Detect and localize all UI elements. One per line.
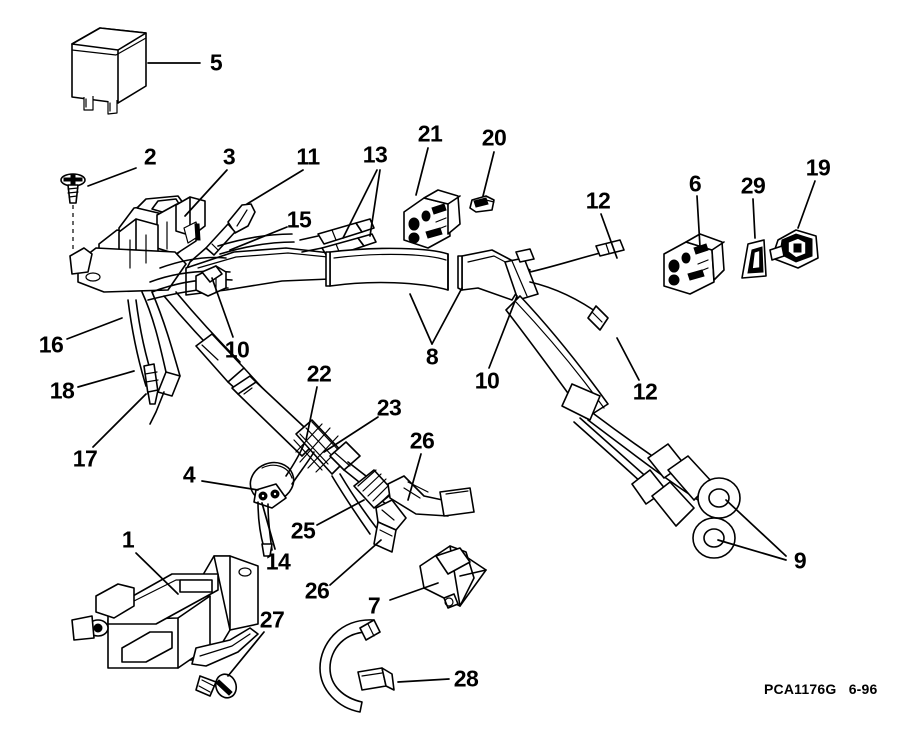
leader-line-27: [227, 631, 265, 677]
part-connector-block-main: [69, 195, 206, 293]
leader-line-20: [482, 151, 495, 197]
leader-line-9: [717, 539, 787, 561]
leader-line-29: [752, 198, 756, 239]
leader-line-16: [66, 317, 123, 340]
leader-line-2: [87, 167, 137, 187]
callout-26b-connector-terminal[interactable]: 26: [304, 577, 330, 604]
part-mounting-bracket: [71, 555, 259, 669]
part-retainer-clip: [469, 195, 495, 213]
leader-line-13: [369, 169, 381, 237]
leader-line-18: [77, 370, 135, 388]
leader-line-12: [616, 337, 640, 381]
callout-11-terminal-boot[interactable]: 11: [296, 143, 320, 170]
leader-line-10: [488, 295, 518, 369]
part-connector-housing-6: [663, 233, 725, 295]
callout-14-wire-lead[interactable]: 14: [265, 548, 291, 575]
callout-18-wire-lead[interactable]: 18: [49, 377, 75, 404]
callout-23-harness-clamp[interactable]: 23: [376, 394, 402, 421]
callout-16-harness-lead[interactable]: 16: [38, 331, 64, 358]
clamp-band-hatch: [357, 469, 395, 506]
leader-line-6: [696, 195, 701, 248]
leader-line-8: [431, 287, 463, 345]
leader-line-13: [342, 169, 378, 239]
callout-4-round-two-pin-connector[interactable]: 4: [182, 461, 196, 488]
part-harness-branch: [231, 375, 475, 553]
drawing-code: PCA1176G 6-96: [764, 681, 878, 697]
callout-25-harness-clamp-band[interactable]: 25: [290, 517, 316, 544]
leader-line-15: [229, 226, 288, 251]
callout-12b-wire-lead[interactable]: 12: [632, 378, 658, 405]
leader-line-9: [725, 499, 787, 557]
part-harness-left-bundle: [127, 233, 331, 425]
leader-line-28: [397, 678, 450, 683]
part-screw-lower: [195, 673, 238, 699]
callout-22-harness-wrap[interactable]: 22: [306, 360, 332, 387]
callout-10b-cable-tie[interactable]: 10: [474, 367, 500, 394]
callout-27-screw[interactable]: 27: [259, 606, 285, 633]
leader-line-10: [211, 277, 234, 338]
part-wedge-clip: [741, 239, 767, 279]
leader-line-11: [246, 169, 304, 205]
callout-6-connector-housing[interactable]: 6: [688, 170, 702, 197]
callout-8-harness-main[interactable]: 8: [425, 343, 439, 370]
callout-19-cable-clamp[interactable]: 19: [805, 154, 831, 181]
leader-line-17: [92, 393, 147, 448]
part-relay: [71, 27, 147, 115]
leader-line-26: [329, 539, 382, 586]
leader-line-23: [323, 416, 379, 453]
callout-26-connector-terminal[interactable]: 26: [409, 427, 435, 454]
callout-21-connector-housing[interactable]: 21: [417, 120, 443, 147]
part-connector-housing-21: [403, 189, 461, 249]
crosshatch-wrap: [293, 421, 345, 473]
leader-line-1: [135, 552, 179, 595]
callout-7-connector-block-small[interactable]: 7: [367, 592, 381, 619]
leader-line-4: [201, 480, 259, 491]
part-connector-block-7: [419, 545, 487, 609]
part-cable-clamp: [769, 229, 819, 269]
leader-line-7: [389, 582, 439, 601]
callout-9-ring-terminal[interactable]: 9: [793, 547, 807, 574]
part-harness-right: [457, 239, 741, 559]
callout-29-wedge-clip[interactable]: 29: [740, 172, 766, 199]
callout-1-mounting-bracket[interactable]: 1: [121, 526, 135, 553]
callout-13-bullet-connector[interactable]: 13: [362, 141, 388, 168]
callout-5-relay[interactable]: 5: [209, 49, 223, 76]
leader-line-26: [407, 453, 422, 501]
callout-15-harness-branch[interactable]: 15: [286, 206, 312, 233]
leader-line-22: [305, 386, 318, 441]
leader-line-21: [415, 147, 429, 196]
leader-line-14: [261, 502, 276, 550]
part-harness-main-trunk: [325, 247, 449, 291]
callout-12-wire-lead[interactable]: 12: [585, 187, 611, 214]
leader-line-25: [316, 499, 365, 526]
callout-3-connector-block[interactable]: 3: [222, 143, 236, 170]
leader-line-8: [409, 293, 433, 345]
leader-line-12: [600, 213, 618, 259]
part-screw-upper: [60, 173, 86, 250]
part-round-connector: [249, 443, 315, 557]
leader-line-3: [184, 169, 228, 217]
leader-lines: [66, 62, 816, 683]
part-cable-tie-strap: [319, 619, 395, 713]
callout-28-cable-tie-strap[interactable]: 28: [453, 665, 479, 692]
callout-17-wire-lead[interactable]: 17: [72, 445, 98, 472]
callout-20-retainer-clip[interactable]: 20: [481, 124, 507, 151]
leader-line-19: [797, 180, 816, 229]
callout-2-screw[interactable]: 2: [143, 143, 157, 170]
callout-10-cable-tie[interactable]: 10: [224, 336, 250, 363]
